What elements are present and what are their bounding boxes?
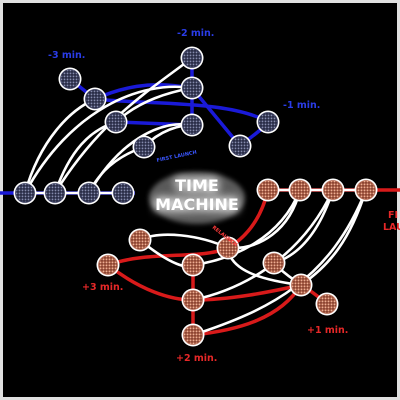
past-snapshot-node-12 [228, 134, 252, 158]
label-first-launch-edge-1: FI [388, 210, 398, 221]
past-snapshot-node-3 [77, 181, 101, 205]
future-snapshot-node-3 [321, 178, 345, 202]
label-plus3: +3 min. [82, 282, 123, 293]
past-track-minus1-a [190, 86, 242, 148]
future-snapshot-node-9 [262, 251, 286, 275]
future-snapshot-node-6 [96, 253, 120, 277]
future-track-plus2 [192, 284, 303, 337]
past-tracks [0, 56, 270, 195]
past-nodes [13, 46, 280, 205]
label-minus2: -2 min. [177, 28, 214, 39]
past-snapshot-node-13 [256, 110, 280, 134]
label-minus1: -1 min. [283, 100, 320, 111]
title-line-1: TIME [175, 176, 219, 195]
future-snapshot-node-2 [288, 178, 312, 202]
past-snapshot-node-11 [180, 113, 204, 137]
future-snapshot-node-12 [181, 288, 205, 312]
future-snapshot-node-11 [315, 292, 339, 316]
label-first-launch-edge-2: LAU [383, 222, 400, 233]
future-snapshot-node-7 [216, 236, 240, 260]
past-snapshot-node-4 [111, 181, 135, 205]
past-snapshot-node-1 [13, 181, 37, 205]
past-snapshot-node-6 [83, 87, 107, 111]
past-snapshot-node-5 [58, 67, 82, 91]
future-snapshot-node-10 [289, 273, 313, 297]
label-plus2: +2 min. [176, 353, 217, 364]
future-snapshot-node-13 [181, 323, 205, 347]
future-snapshot-node-4 [354, 178, 378, 202]
past-snapshot-node-9 [180, 46, 204, 70]
title-block: TIME MACHINE [149, 172, 245, 224]
label-first-launch-path: FIRST LAUNCH [156, 150, 197, 164]
future-snapshot-node-5 [128, 228, 152, 252]
future-nodes [96, 178, 378, 347]
label-minus3: -3 min. [48, 50, 85, 61]
future-snapshot-node-1 [256, 178, 280, 202]
past-snapshot-node-7 [104, 110, 128, 134]
past-snapshot-node-10 [180, 76, 204, 100]
future-snapshot-node-8 [181, 253, 205, 277]
past-snapshot-node-2 [43, 181, 67, 205]
title-line-2: MACHINE [155, 195, 239, 214]
label-plus1: +1 min. [307, 325, 348, 336]
past-snapshot-node-8 [132, 135, 156, 159]
